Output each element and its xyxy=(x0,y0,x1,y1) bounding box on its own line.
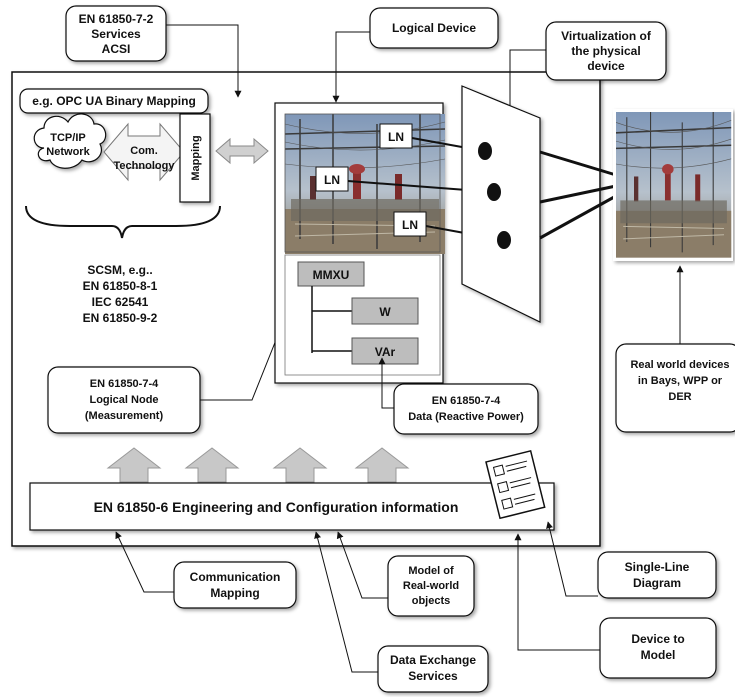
svg-text:Real-world: Real-world xyxy=(403,580,459,592)
svg-text:Diagram: Diagram xyxy=(633,576,681,590)
model-real-world-callout: Model of Real-world objects xyxy=(387,555,475,617)
var-node: VAr xyxy=(375,345,396,359)
svg-text:Data Exchange: Data Exchange xyxy=(390,653,476,667)
single-line-arrow xyxy=(546,521,598,597)
svg-text:TCP/IP: TCP/IP xyxy=(50,132,85,144)
svg-text:Technology: Technology xyxy=(114,160,176,172)
virtualization-arrow xyxy=(506,49,546,119)
logical-node-callout: EN 61850-7-4 Logical Node (Measurement) xyxy=(47,366,201,434)
svg-text:IEC 62541: IEC 62541 xyxy=(92,295,149,309)
data-reactive-arrow xyxy=(378,357,394,409)
tcpip-network-cloud: TCP/IP Network xyxy=(33,113,107,169)
virtualization-line: device xyxy=(587,59,625,73)
svg-text:Data (Reactive Power): Data (Reactive Power) xyxy=(408,411,524,423)
virtual-point xyxy=(487,183,501,201)
device-to-model-arrow xyxy=(514,533,600,651)
svg-text:LN: LN xyxy=(388,130,404,144)
data-tree: MMXU W VAr xyxy=(297,261,419,365)
svg-text:LN: LN xyxy=(324,173,340,187)
virtual-point xyxy=(497,231,511,249)
communication-mapping-callout: Communication Mapping xyxy=(173,561,297,609)
device-link-line xyxy=(539,184,617,204)
upward-arrows xyxy=(106,447,410,483)
communication-mapping-arrow xyxy=(115,531,174,593)
device-link-line xyxy=(539,194,617,240)
svg-text:Device to: Device to xyxy=(631,632,684,646)
svg-text:Logical Node: Logical Node xyxy=(89,394,158,406)
svg-text:Model of: Model of xyxy=(408,565,454,577)
svg-text:Com.: Com. xyxy=(130,145,158,157)
data-exchange-arrow xyxy=(314,531,378,673)
svg-text:Mapping: Mapping xyxy=(190,135,202,180)
svg-text:Real world devices: Real world devices xyxy=(630,359,729,371)
svg-text:in Bays, WPP or: in Bays, WPP or xyxy=(638,375,723,387)
virtual-point xyxy=(478,142,492,160)
svg-text:Network: Network xyxy=(46,146,90,158)
document-icon xyxy=(485,449,546,520)
real-device-photo xyxy=(613,109,733,261)
data-reactive-callout: EN 61850-7-4 Data (Reactive Power) xyxy=(393,383,539,435)
opc-ua-label: e.g. OPC UA Binary Mapping xyxy=(19,88,209,114)
ln-label: LN xyxy=(379,123,413,149)
svg-text:SCSM, e.g..: SCSM, e.g.. xyxy=(87,263,152,277)
svg-text:EN 61850-7-4: EN 61850-7-4 xyxy=(432,395,501,407)
svg-text:Communication: Communication xyxy=(190,570,281,584)
com-technology-arrow: Com. Technology xyxy=(103,122,185,182)
svg-text:LN: LN xyxy=(402,218,418,232)
svg-text:objects: objects xyxy=(412,595,451,607)
real-world-devices-callout: Real world devices in Bays, WPP or DER xyxy=(615,343,735,433)
svg-text:EN 61850-6 Engineering and Con: EN 61850-6 Engineering and Configuration… xyxy=(94,499,459,515)
data-exchange-callout: Data Exchange Services xyxy=(377,645,489,693)
logical-device-callout: Logical Device xyxy=(369,7,499,49)
device-link-line xyxy=(539,150,617,177)
grey-double-arrow xyxy=(215,137,269,165)
services-acsi-line: ACSI xyxy=(102,42,131,56)
virtualization-line: the physical xyxy=(571,44,640,58)
svg-text:e.g. OPC UA Binary Mapping: e.g. OPC UA Binary Mapping xyxy=(32,94,196,108)
services-acsi-line: EN 61850-7-2 xyxy=(79,12,154,26)
svg-text:EN 61850-8-1: EN 61850-8-1 xyxy=(83,279,158,293)
engineering-bar: EN 61850-6 Engineering and Configuration… xyxy=(29,482,555,531)
logical-device-label: Logical Device xyxy=(392,21,476,35)
svg-text:Single-Line: Single-Line xyxy=(625,560,690,574)
ln-label: LN xyxy=(393,211,427,237)
ln-label: LN xyxy=(315,166,349,192)
virtualization-line: Virtualization of xyxy=(561,29,652,43)
scsm-text: SCSM, e.g.. EN 61850-8-1 IEC 62541 EN 61… xyxy=(83,263,158,325)
svg-text:EN 61850-7-4: EN 61850-7-4 xyxy=(90,378,159,390)
w-node: W xyxy=(379,305,391,319)
virtualization-callout: Virtualization of the physical device xyxy=(545,21,667,81)
single-line-callout: Single-Line Diagram xyxy=(597,551,717,599)
services-arrow xyxy=(166,24,242,98)
services-acsi-callout: EN 61850-7-2 Services ACSI xyxy=(65,5,167,62)
device-to-model-callout: Device to Model xyxy=(599,617,717,679)
model-real-world-arrow xyxy=(336,531,388,599)
scsm-brace xyxy=(25,205,221,239)
svg-text:(Measurement): (Measurement) xyxy=(85,410,164,422)
services-acsi-line: Services xyxy=(91,27,141,41)
svg-text:Mapping: Mapping xyxy=(210,586,259,600)
virtual-plane xyxy=(461,85,541,323)
mapping-box: Mapping xyxy=(179,113,211,203)
mmxu-node: MMXU xyxy=(313,268,350,282)
svg-text:Services: Services xyxy=(408,669,458,683)
logical-device-arrow xyxy=(332,31,370,103)
svg-text:EN 61850-9-2: EN 61850-9-2 xyxy=(83,311,158,325)
svg-text:DER: DER xyxy=(668,391,691,403)
svg-text:Model: Model xyxy=(641,648,676,662)
